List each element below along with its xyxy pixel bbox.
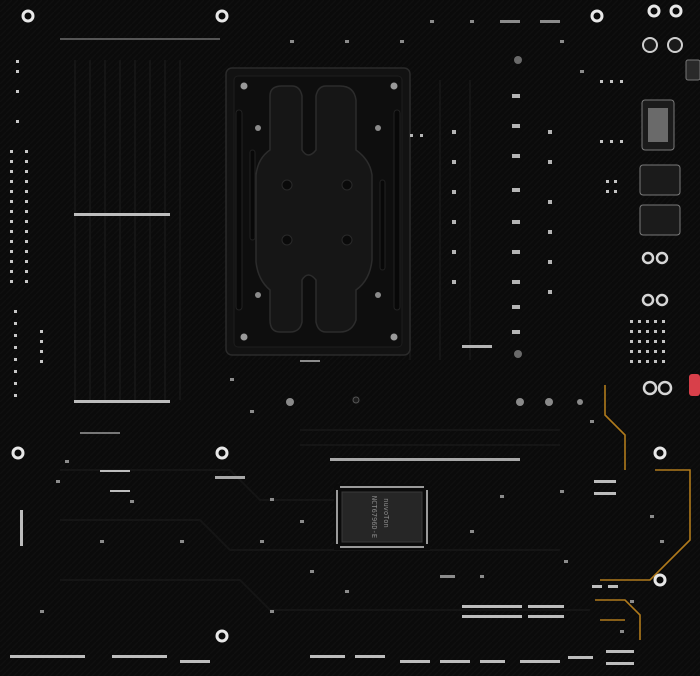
super-io-chip: nuvoTon NCT6796D-E — [334, 484, 430, 550]
red-connector — [689, 374, 700, 396]
left-pin-header — [10, 60, 43, 397]
smd-components — [40, 20, 664, 633]
chip-brand-label: nuvoTon — [382, 498, 390, 528]
edge-clip — [685, 59, 700, 81]
pcie-pad-row — [215, 396, 583, 479]
vrm-pads — [410, 56, 552, 358]
gold-traces — [595, 385, 691, 640]
cpu-backplate — [225, 67, 411, 356]
rear-io-pads — [600, 37, 683, 396]
dimm-pin-rows — [60, 38, 220, 434]
bottom-pin-rows — [10, 470, 634, 665]
chip-model-label: NCT6796D-E — [370, 496, 378, 538]
mounting-holes — [11, 4, 683, 643]
